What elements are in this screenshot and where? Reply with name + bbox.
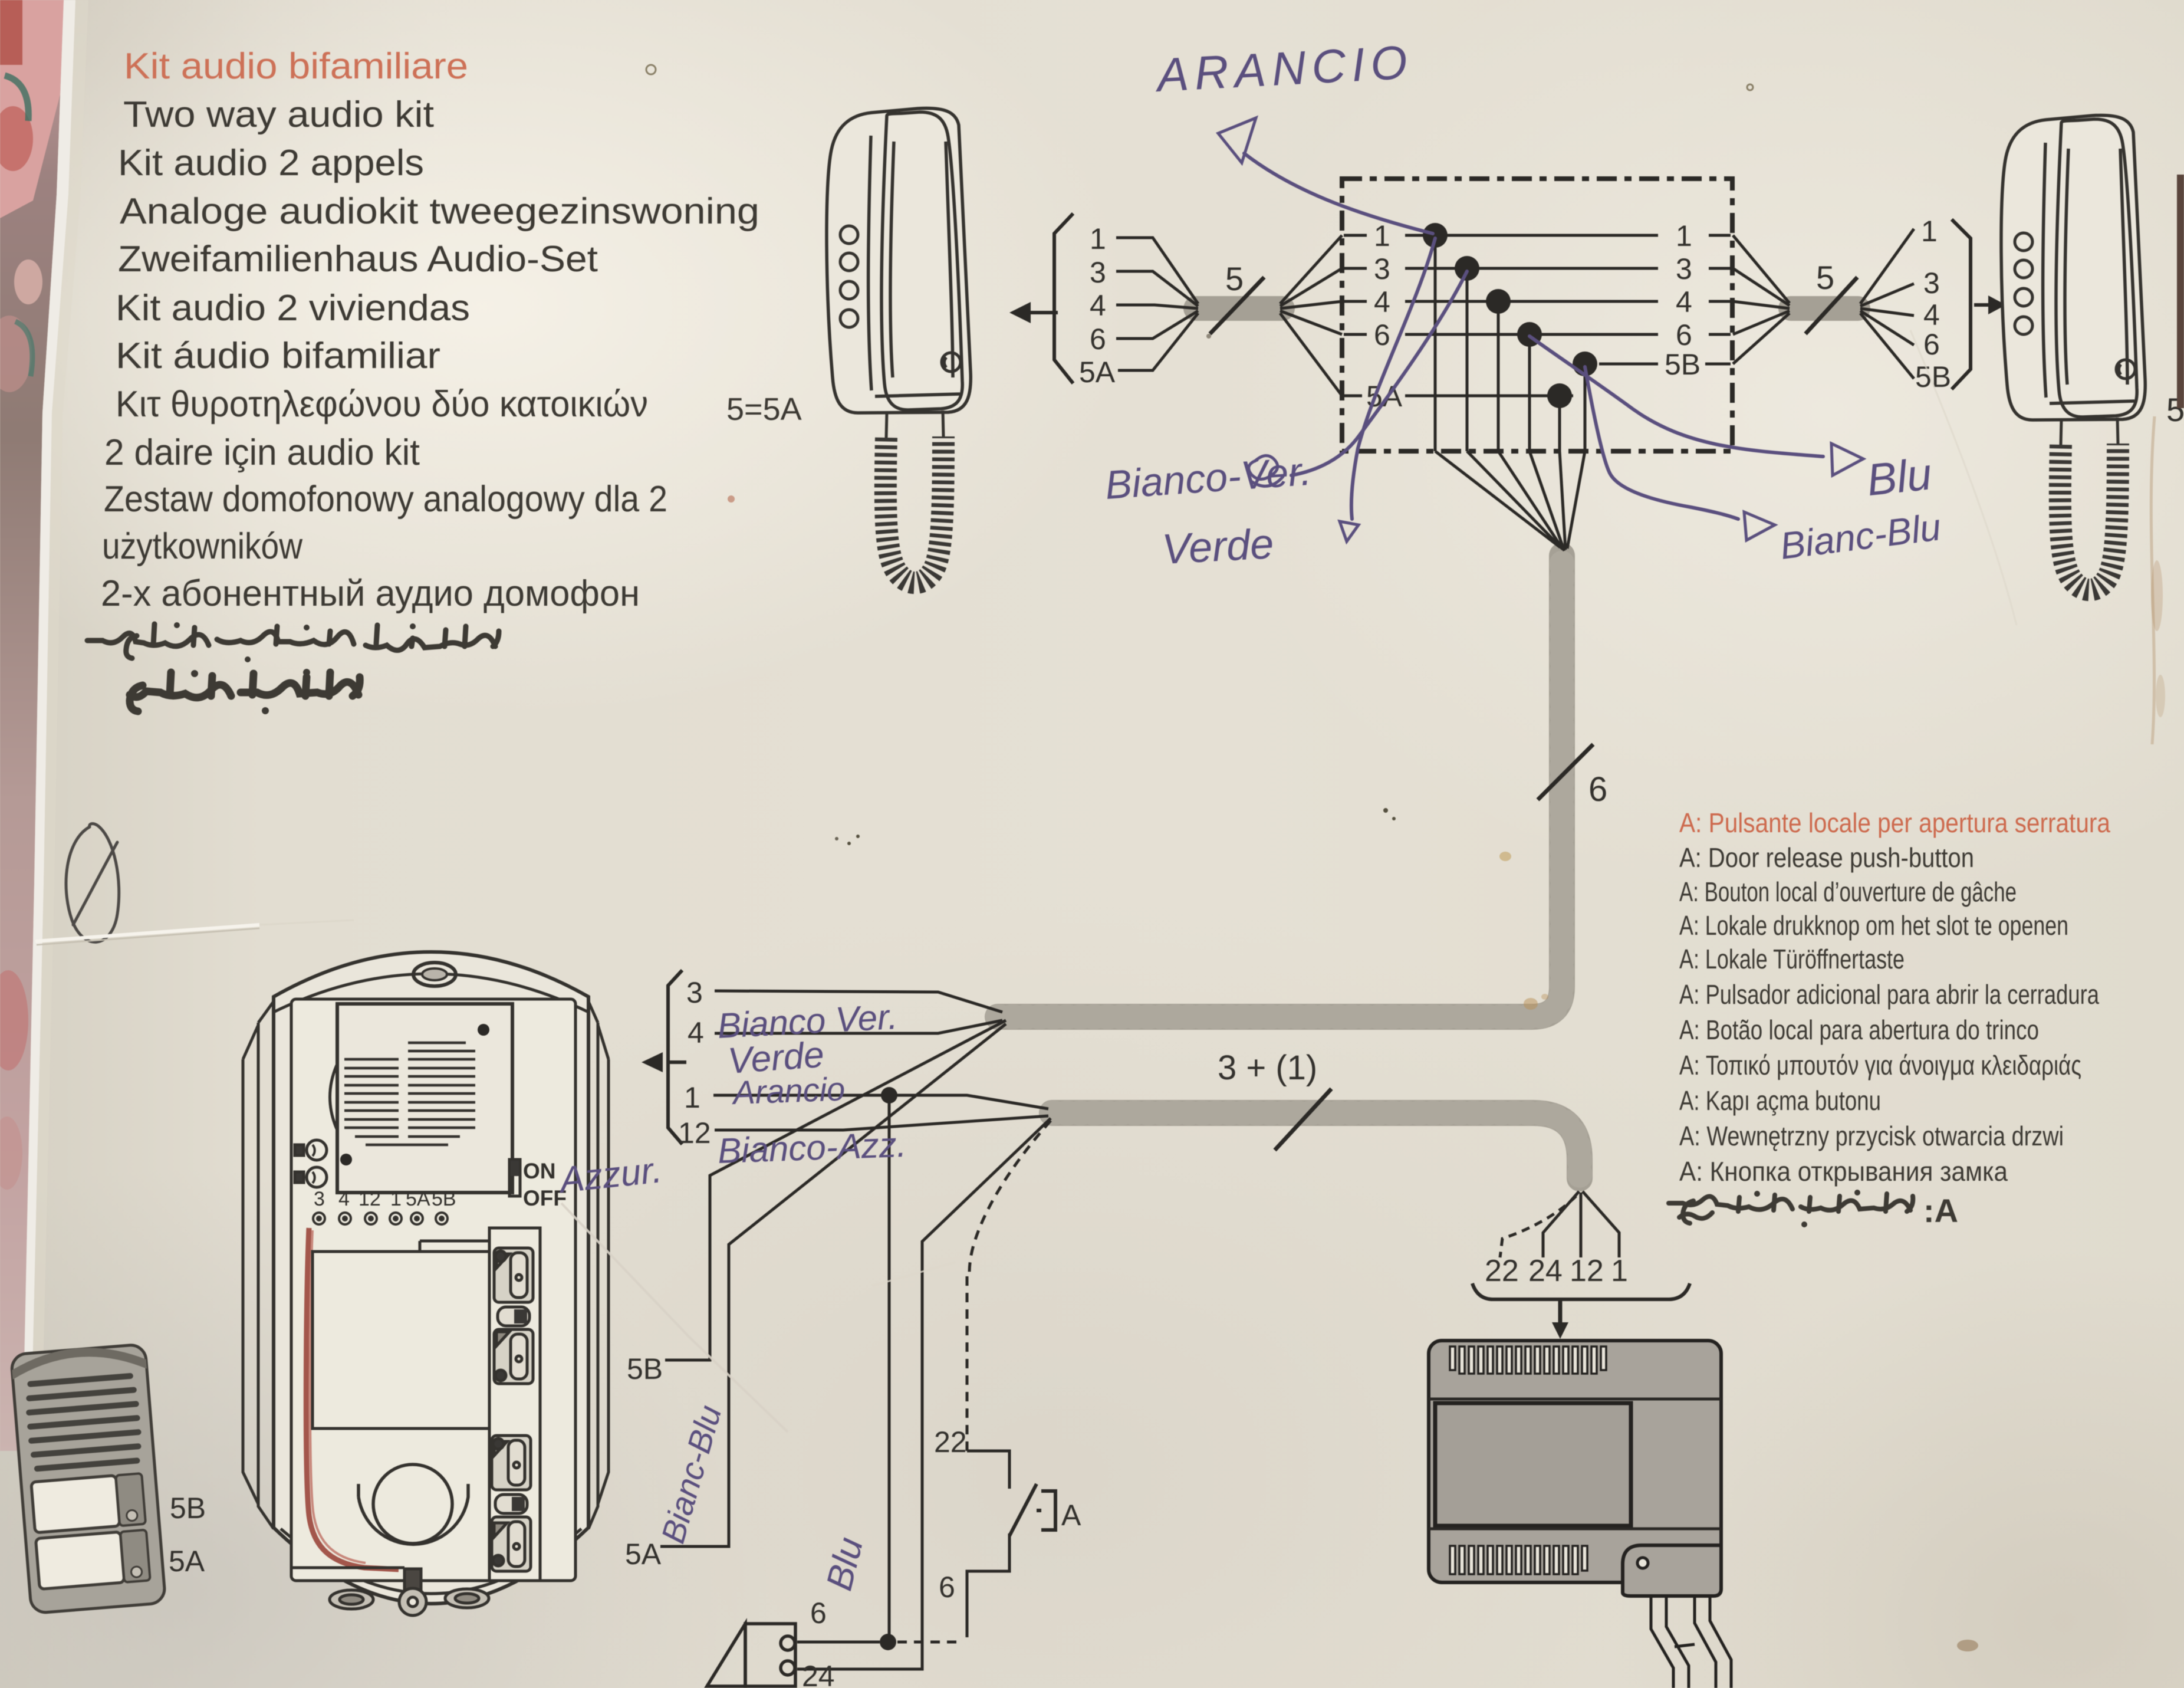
- svg-text:4: 4: [1923, 298, 1940, 331]
- svg-text:5A: 5A: [406, 1188, 430, 1210]
- svg-text:użytkowników: użytkowników: [102, 526, 302, 567]
- svg-text:ON: ON: [523, 1159, 556, 1183]
- svg-text:Zestaw domofonowy analogowy dl: Zestaw domofonowy analogowy dla 2: [104, 479, 667, 520]
- svg-text:Kit áudio bifamiliar: Kit áudio bifamiliar: [116, 336, 440, 376]
- svg-text:4: 4: [1374, 285, 1390, 318]
- svg-text:Kit audio 2 appels: Kit audio 2 appels: [118, 143, 424, 183]
- svg-text:12: 12: [1570, 1254, 1604, 1288]
- svg-text:A: Pulsador adicional para abr: A: Pulsador adicional para abrir la cerr…: [1679, 979, 2099, 1010]
- svg-text::A: :A: [1923, 1192, 1958, 1229]
- svg-text:Kit audio bifamiliare: Kit audio bifamiliare: [124, 46, 468, 87]
- svg-text:6: 6: [939, 1571, 955, 1604]
- svg-text:1: 1: [1090, 222, 1106, 255]
- svg-text:Arancio: Arancio: [731, 1070, 846, 1111]
- svg-text:A: Wewnętrzny przycisk otwarci: A: Wewnętrzny przycisk otwarcia drzwi: [1679, 1121, 2064, 1151]
- svg-text:3: 3: [1374, 252, 1390, 285]
- svg-text:3: 3: [314, 1188, 325, 1210]
- svg-text:A: Lokale drukknop om het slot: A: Lokale drukknop om het slot te openen: [1679, 910, 2068, 941]
- svg-text:2 daire için audio kit: 2 daire için audio kit: [104, 432, 420, 473]
- svg-text:4: 4: [1090, 289, 1106, 322]
- svg-text:Zweifamilienhaus Audio-Set: Zweifamilienhaus Audio-Set: [118, 239, 598, 280]
- svg-text:24: 24: [1528, 1254, 1563, 1288]
- svg-text:1: 1: [684, 1081, 700, 1114]
- svg-text:Bianc-Blu: Bianc-Blu: [1778, 505, 1943, 567]
- svg-text:A: Kapı açma butonu: A: Kapı açma butonu: [1679, 1085, 1881, 1116]
- svg-text:1: 1: [1676, 219, 1692, 252]
- svg-text:A: Botão local para abertura d: A: Botão local para abertura do trinco: [1679, 1014, 2039, 1045]
- svg-text:22: 22: [934, 1426, 967, 1459]
- svg-text:6: 6: [1374, 318, 1390, 352]
- svg-text:5B: 5B: [627, 1352, 663, 1385]
- svg-text:5B: 5B: [170, 1492, 206, 1525]
- svg-text:Bianc-Blu: Bianc-Blu: [654, 1401, 729, 1548]
- svg-text:5A: 5A: [625, 1538, 662, 1571]
- svg-text:3 + (1): 3 + (1): [1218, 1049, 1317, 1087]
- svg-text:3: 3: [1090, 256, 1106, 289]
- svg-text:A: Bouton local d’ouverture de: A: Bouton local d’ouverture de gâche: [1679, 876, 2017, 907]
- svg-text:4: 4: [338, 1188, 350, 1210]
- svg-text:Blu: Blu: [819, 1533, 871, 1595]
- svg-text:24: 24: [802, 1660, 835, 1688]
- svg-text:1: 1: [390, 1188, 402, 1210]
- svg-text:2-х абонентный аудио домофон: 2-х абонентный аудио домофон: [101, 573, 640, 614]
- svg-text:6: 6: [1090, 323, 1106, 356]
- svg-text:1: 1: [1611, 1254, 1628, 1288]
- svg-text:A: Pulsante locale per apertur: A: Pulsante locale per apertura serratur…: [1679, 807, 2110, 838]
- svg-text:3: 3: [1923, 267, 1940, 300]
- svg-text:Bianco-Azz.: Bianco-Azz.: [717, 1125, 907, 1171]
- svg-text:A: Lokale Türöffnertaste: A: Lokale Türöffnertaste: [1679, 944, 1905, 974]
- svg-text:Kit audio 2 viviendas: Kit audio 2 viviendas: [116, 288, 470, 329]
- svg-text:4: 4: [688, 1016, 704, 1049]
- svg-text:3: 3: [1676, 252, 1692, 285]
- svg-text:5=5A: 5=5A: [726, 392, 802, 427]
- svg-text:OFF: OFF: [523, 1186, 567, 1210]
- svg-text:Blu: Blu: [1864, 449, 1934, 505]
- svg-text:A: Кнопка открывания замка: A: Кнопка открывания замка: [1679, 1156, 2008, 1187]
- svg-text:ARANCIO: ARANCIO: [1153, 35, 1415, 101]
- svg-text:Two way audio kit: Two way audio kit: [123, 94, 434, 135]
- svg-text:Bianco Ver.: Bianco Ver.: [716, 997, 899, 1046]
- svg-text:Verde: Verde: [1161, 520, 1275, 573]
- svg-text:5A: 5A: [169, 1545, 205, 1578]
- svg-text:5B: 5B: [1665, 348, 1701, 381]
- svg-text:A: A: [1061, 1499, 1081, 1532]
- svg-text:6: 6: [1676, 318, 1692, 352]
- svg-text:Verde: Verde: [726, 1035, 825, 1082]
- svg-text:5B: 5B: [432, 1188, 456, 1210]
- svg-text:Κιτ θυροτηλεφώνου δύο κατοικιώ: Κιτ θυροτηλεφώνου δύο κατοικιών: [116, 384, 648, 425]
- svg-text:6: 6: [1588, 770, 1607, 809]
- svg-text:Analoge audiokit tweegezinswon: Analoge audiokit tweegezinswoning: [120, 191, 759, 232]
- svg-text:5: 5: [1225, 260, 1244, 297]
- svg-text:12: 12: [678, 1116, 711, 1150]
- svg-text:5: 5: [1816, 259, 1834, 296]
- svg-text:6: 6: [1923, 328, 1940, 361]
- svg-text:22: 22: [1485, 1254, 1519, 1288]
- svg-text:1: 1: [1921, 215, 1938, 248]
- svg-text:A: Τοπικό μπουτόν για άνοιγμα: A: Τοπικό μπουτόν για άνοιγμα κλειδαριάς: [1679, 1050, 2081, 1081]
- svg-text:1: 1: [1374, 219, 1390, 252]
- svg-text:5B: 5B: [1915, 360, 1951, 393]
- svg-text:12: 12: [358, 1188, 381, 1210]
- svg-text:4: 4: [1676, 285, 1692, 318]
- svg-text:3: 3: [686, 976, 703, 1009]
- svg-text:5A: 5A: [1079, 356, 1116, 389]
- svg-text:6: 6: [810, 1597, 827, 1630]
- svg-text:A: Door release push-button: A: Door release push-button: [1679, 842, 1974, 873]
